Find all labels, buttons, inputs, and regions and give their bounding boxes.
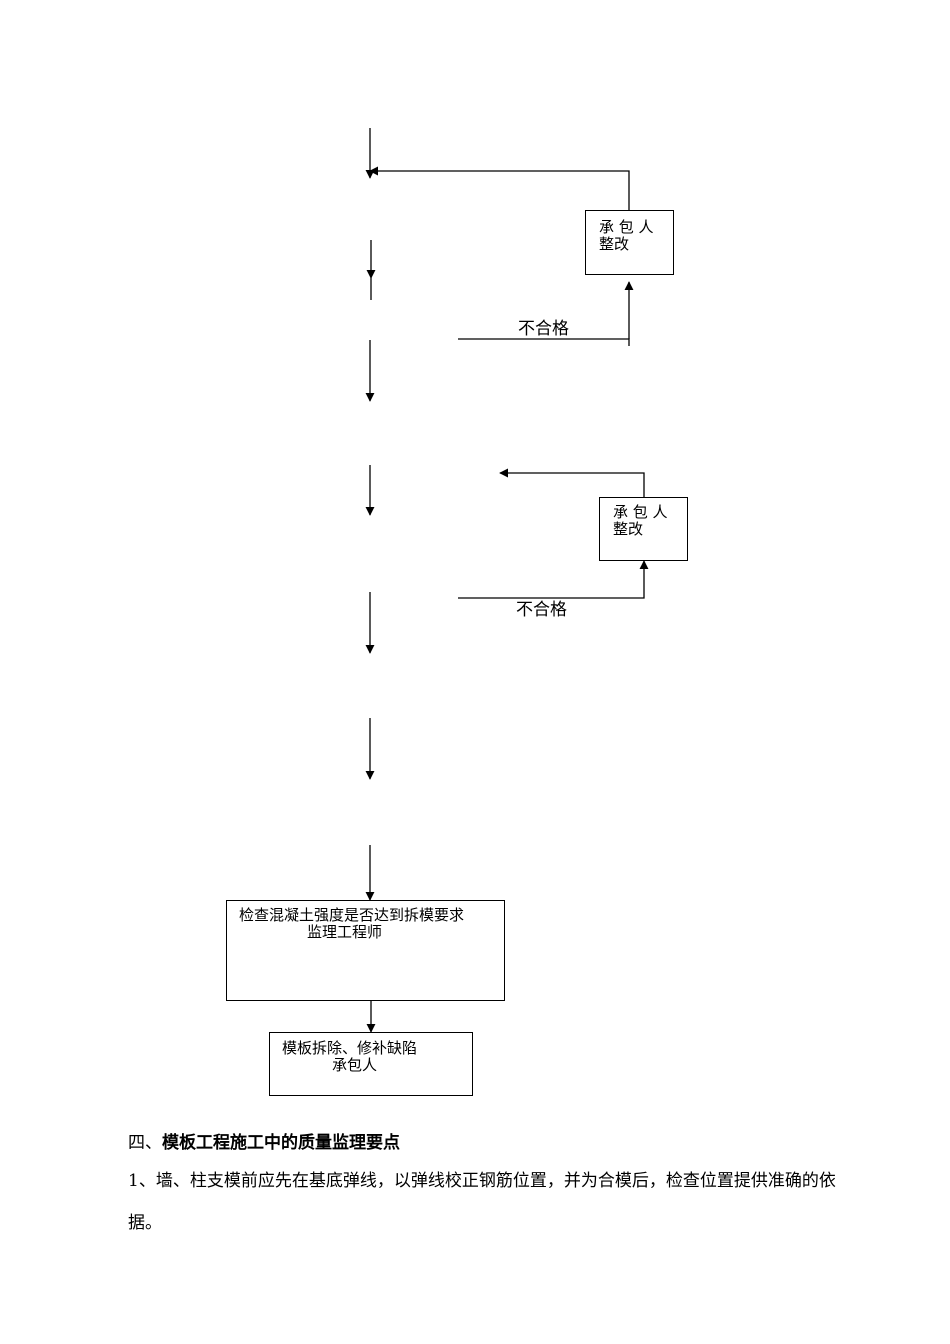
return-path-2 [499,468,645,497]
contractor-rectify-role-1: 承 包 人 [599,218,654,236]
body-paragraph: 1、墙、柱支模前应先在基底弹线，以弹线校正钢筋位置，并为合模后，检查位置提供准确… [128,1171,836,1233]
section-title: 模板工程施工中的质量监理要点 [162,1133,400,1153]
contractor-rectify-box-1: 承 包 人 整改 [585,210,674,275]
formwork-removal-box: 模板拆除、修补缺陷 承包人 [269,1032,473,1096]
contractor-rectify-action-1: 整改 [599,235,630,253]
fail-label-2: 不合格 [516,600,567,620]
fail-path-2 [458,560,649,599]
return-path-1 [369,166,630,210]
formwork-removal-text: 模板拆除、修补缺陷 [282,1039,418,1057]
contractor-rectify-role-2: 承 包 人 [613,503,668,521]
concrete-strength-check-box: 检查混凝土强度是否达到拆模要求 监理工程师 [226,900,505,1001]
concrete-strength-check-text: 检查混凝土强度是否达到拆模要求 [239,906,465,924]
fail-label-1: 不合格 [518,319,569,339]
contractor-rectify-action-2: 整改 [613,520,644,538]
contractor-rectify-box-2: 承 包 人 整改 [599,497,688,561]
section-number: 四、 [128,1133,162,1153]
section-heading: 四、模板工程施工中的质量监理要点 [128,1128,400,1153]
supervising-engineer-text: 监理工程师 [307,923,383,941]
contractor-text: 承包人 [332,1056,378,1074]
fail-path-1 [458,338,630,346]
